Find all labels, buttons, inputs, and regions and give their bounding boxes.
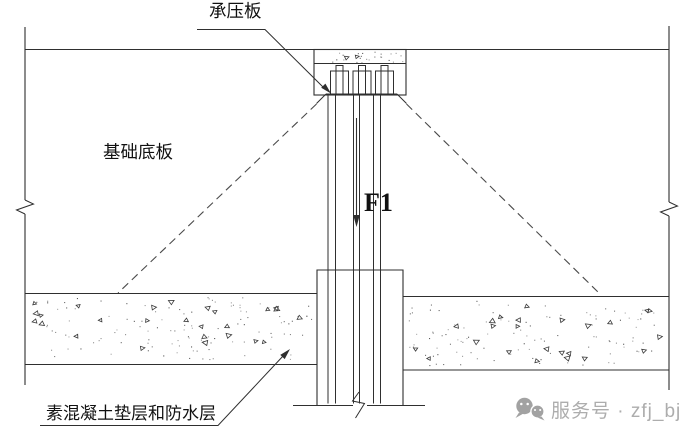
force-arrow [353, 118, 360, 227]
force-label: F1 [364, 188, 393, 217]
leader-line [40, 354, 285, 426]
concrete-cushion-left [25, 292, 317, 366]
load-spread-dashed-lines [117, 103, 602, 296]
left-boundary-line [15, 27, 35, 385]
cushion-label: 素混凝土垫层和防水层 [46, 404, 216, 423]
bottom-break-symbol [351, 391, 366, 419]
right-boundary-line [659, 26, 679, 390]
watermark-text: 服务号 · zfj_bj [551, 400, 681, 422]
right-break-symbol [659, 201, 679, 217]
leader-arrow-icon [321, 83, 331, 94]
left-break-symbol [15, 199, 35, 215]
watermark: 服务号 · zfj_bj [515, 397, 681, 422]
bearing-plate-callout: 承压板 [197, 1, 331, 94]
arrow-head-down-icon [353, 215, 360, 227]
bearing-plate-label: 承压板 [209, 1, 262, 21]
wechat-icon [515, 397, 545, 421]
base-plate [316, 93, 407, 104]
pile-column-lines [327, 95, 381, 404]
foundation-slab-label: 基础底板 [103, 142, 173, 162]
anchor-block [293, 269, 425, 419]
leader-line [197, 29, 324, 88]
cushion-callout: 素混凝土垫层和防水层 [40, 349, 290, 426]
concrete-stipple [31, 51, 664, 367]
concrete-cushion-right [403, 295, 669, 371]
leader-arrow-icon [280, 349, 290, 360]
